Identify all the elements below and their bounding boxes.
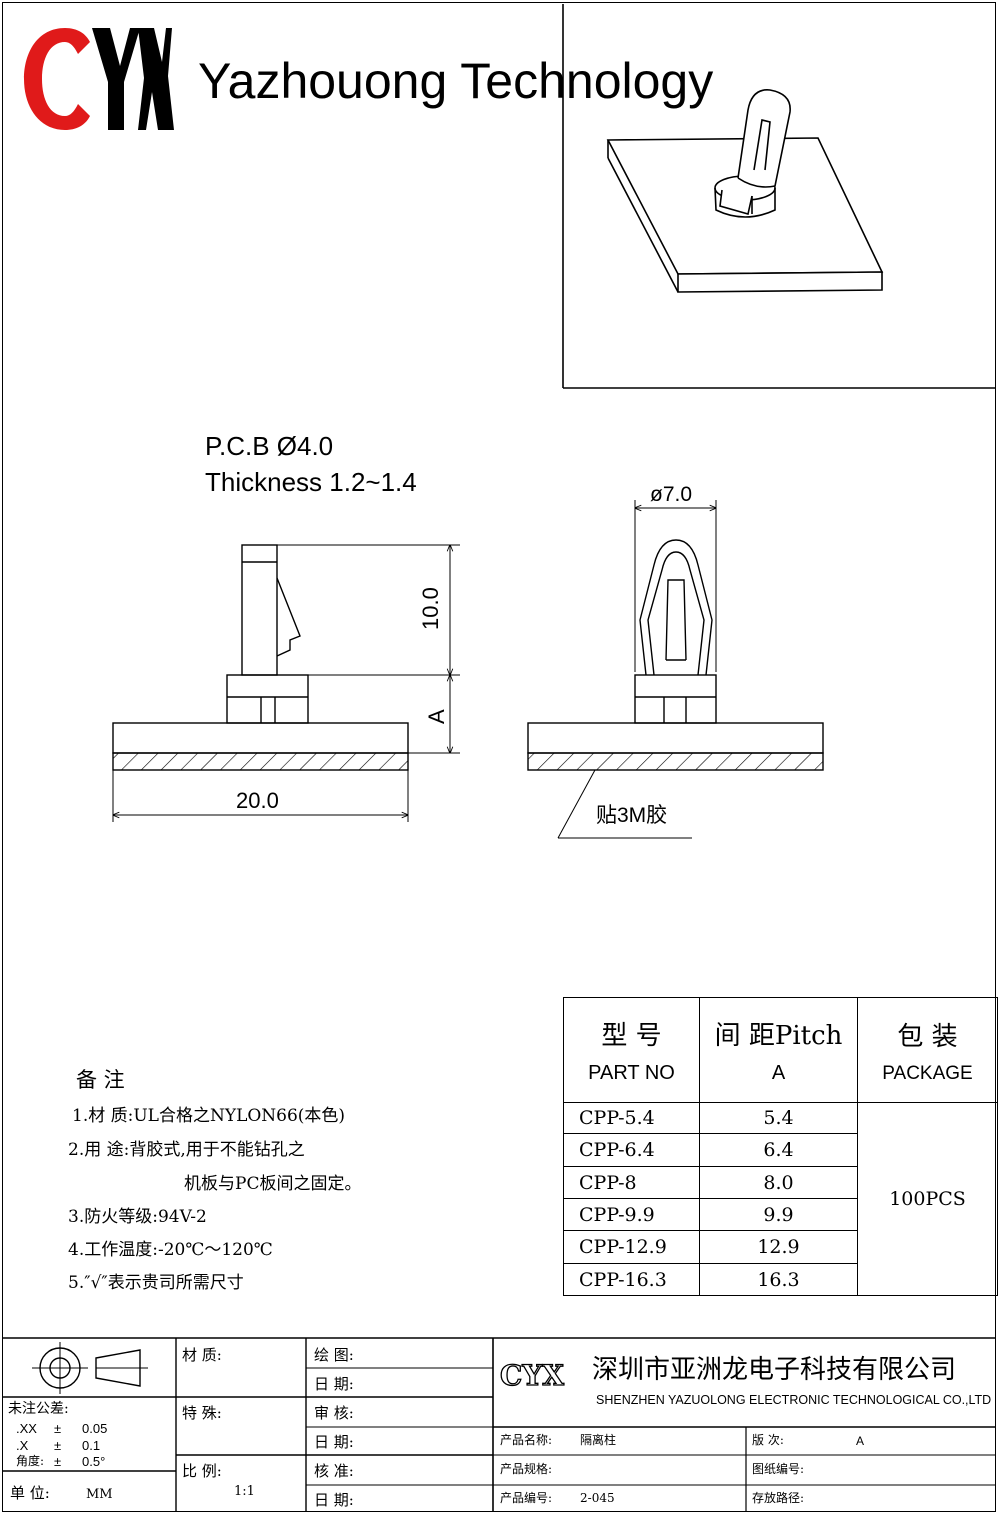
- table-cell-pitch: 5.4: [699, 1102, 858, 1134]
- header-part-no: 型 号 PART NO: [563, 997, 700, 1103]
- unit-label: 单 位:: [10, 1484, 50, 1502]
- date-label: 日 期:: [314, 1433, 354, 1451]
- remarks-title: 备 注: [76, 1068, 125, 1092]
- table-cell-part: CPP-6.4: [563, 1133, 700, 1167]
- tolerance-title: 未注公差:: [8, 1401, 69, 1417]
- pcb-hole-note: P.C.B Ø4.0: [205, 431, 334, 461]
- remark-item: 4.工作温度:-20℃～120℃: [68, 1240, 273, 1260]
- header-pitch: 间 距Pitch A: [699, 997, 858, 1103]
- product-code-label: 产品编号:: [500, 1491, 553, 1505]
- table-cell-pitch: 16.3: [699, 1263, 858, 1296]
- approve-label: 核 准:: [314, 1462, 354, 1480]
- drawn-label: 绘 图:: [314, 1346, 354, 1364]
- table-cell-part: CPP-16.3: [563, 1263, 700, 1296]
- tolerance-pm: ±: [54, 1421, 62, 1436]
- product-code-value: 2-045: [580, 1491, 615, 1505]
- cyx-logo: [20, 24, 175, 138]
- product-name-value: 隔离柱: [580, 1433, 617, 1447]
- parts-table: 型 号 PART NO 间 距Pitch A 包 装 PACKAGE CPP-5…: [563, 997, 998, 1296]
- remark-item: 机板与PC板间之固定。: [184, 1174, 362, 1194]
- date-label: 日 期:: [314, 1491, 354, 1509]
- table-cell-part: CPP-8: [563, 1166, 700, 1199]
- scale-label: 比 例:: [182, 1462, 222, 1480]
- front-view: [527, 500, 824, 839]
- table-cell-package: 100PCS: [857, 1102, 998, 1296]
- version-label: 版 次:: [752, 1433, 784, 1447]
- review-label: 审 核:: [314, 1404, 354, 1422]
- header-package: 包 装 PACKAGE: [857, 997, 998, 1103]
- remark-item: 2.用 途:背胶式,用于不能钻孔之: [68, 1140, 305, 1160]
- title-block-logo: CYX: [499, 1358, 565, 1392]
- company-title: Yazhouong Technology: [198, 53, 714, 109]
- table-cell-pitch: 6.4: [699, 1133, 858, 1167]
- material-label: 材 质:: [182, 1346, 222, 1364]
- tolerance-angle-value: 0.5°: [82, 1454, 106, 1469]
- tolerance-xx: .XX: [16, 1421, 37, 1436]
- svg-text:CYX: CYX: [500, 1359, 564, 1392]
- storage-path-label: 存放路径:: [752, 1491, 805, 1505]
- company-name-en: SHENZHEN YAZUOLONG ELECTRONIC TECHNOLOGI…: [596, 1393, 992, 1407]
- table-cell-pitch: 8.0: [699, 1166, 858, 1199]
- unit-value: MM: [86, 1487, 113, 1502]
- version-value: A: [856, 1434, 865, 1448]
- table-cell-pitch: 12.9: [699, 1230, 858, 1264]
- remark-item: 3.防火等级:94V-2: [68, 1207, 207, 1227]
- table-cell-pitch: 9.9: [699, 1198, 858, 1231]
- tolerance-x: .X: [16, 1438, 29, 1453]
- special-label: 特 殊:: [182, 1404, 222, 1422]
- product-name-label: 产品名称:: [500, 1433, 553, 1447]
- diameter-dimension-label: ø7.0: [650, 483, 693, 506]
- remark-item: 1.材 质:UL合格之NYLON66(本色): [72, 1106, 346, 1126]
- tolerance-xx-value: 0.05: [82, 1421, 108, 1436]
- company-name-cn: 深圳市亚洲龙电子科技有限公司: [592, 1355, 957, 1385]
- date-label: 日 期:: [314, 1375, 354, 1393]
- remark-item: 5.″√″表示贵司所需尺寸: [68, 1273, 244, 1293]
- table-cell-part: CPP-9.9: [563, 1198, 700, 1231]
- title-block-grid: [2, 1337, 996, 1512]
- scale-value: 1:1: [234, 1484, 255, 1499]
- pitch-dimension-label: A: [424, 709, 449, 724]
- isometric-view: [562, 4, 996, 389]
- drawing-no-label: 图纸编号:: [752, 1462, 805, 1476]
- side-view: [113, 544, 460, 822]
- table-cell-part: CPP-5.4: [563, 1102, 700, 1134]
- adhesive-label: 贴3M胶: [596, 804, 668, 827]
- tolerance-x-value: 0.1: [82, 1438, 101, 1453]
- tolerance-pm: ±: [54, 1454, 62, 1469]
- width-dimension-label: 20.0: [236, 788, 279, 813]
- tolerance-angle: 角度:: [16, 1454, 45, 1468]
- product-spec-label: 产品规格:: [500, 1462, 553, 1476]
- tolerance-pm: ±: [54, 1438, 62, 1453]
- table-cell-part: CPP-12.9: [563, 1230, 700, 1264]
- pcb-thickness-note: Thickness 1.2~1.4: [205, 467, 417, 497]
- height-dimension-label: 10.0: [418, 587, 443, 630]
